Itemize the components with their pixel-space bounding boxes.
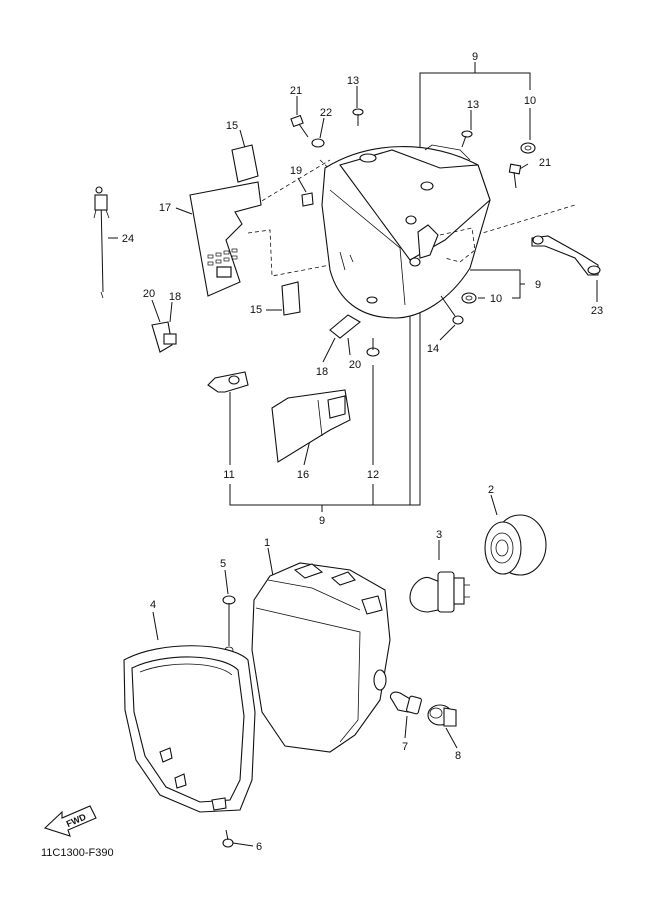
- callout: 20: [349, 359, 361, 371]
- fwd-arrow-icon: FWD: [43, 805, 97, 837]
- label-15-mid: [281, 281, 301, 316]
- callout: 22: [320, 107, 332, 119]
- bulb-3: [409, 571, 470, 613]
- callout: 23: [591, 305, 603, 317]
- plate-16: [271, 389, 351, 463]
- wire-band-24: [93, 186, 110, 299]
- callout-labels: 9 10 13 13 21 21 22 15 19 17 24 20 18 15…: [122, 51, 603, 853]
- label-15-top: [231, 144, 259, 183]
- callout: 20: [143, 288, 155, 300]
- callout: 9: [472, 51, 478, 63]
- callout: 10: [490, 293, 502, 305]
- callout: 9: [319, 515, 325, 527]
- callout: 13: [347, 75, 359, 87]
- callout: 17: [159, 202, 171, 214]
- stay-23: [531, 235, 601, 276]
- screw-12: [366, 338, 380, 357]
- callout: 18: [316, 366, 328, 378]
- screw-5: [222, 595, 236, 654]
- screw-21-left: [290, 114, 309, 138]
- rim-4: [123, 645, 256, 813]
- socket-8: [427, 704, 457, 727]
- callout: 8: [455, 750, 461, 762]
- sheet-outline: [247, 229, 346, 277]
- callout: 3: [436, 529, 442, 541]
- callout: 1: [264, 537, 270, 549]
- bracket-11: [207, 371, 249, 393]
- screw-6: [222, 829, 234, 848]
- position-bulb-7: [389, 691, 422, 715]
- callout: 18: [169, 291, 181, 303]
- nut-10-mid: [461, 292, 477, 304]
- callout: 4: [150, 599, 156, 611]
- screw-13-right: [461, 130, 473, 148]
- clip-18-20-mid: [329, 314, 361, 339]
- callout: 19: [290, 165, 302, 177]
- screw-13-top: [352, 108, 364, 126]
- callout: 13: [467, 99, 479, 111]
- washer-22: [311, 138, 325, 148]
- callout: 21: [539, 157, 551, 169]
- clip-20-18-left: [151, 321, 177, 353]
- callout: 12: [367, 469, 379, 481]
- callout: 11: [223, 469, 234, 481]
- bulb-cover-2: [484, 514, 547, 576]
- callout: 5: [220, 558, 226, 570]
- label-sheet-17: [189, 181, 262, 297]
- callout: 2: [488, 484, 494, 496]
- bolt-14: [440, 295, 464, 325]
- callout: 7: [402, 741, 408, 753]
- nut-10-top: [520, 142, 536, 154]
- callout: 6: [256, 841, 262, 853]
- callout: 14: [427, 343, 439, 355]
- label-19: [301, 192, 314, 207]
- headlight-housing: [321, 144, 491, 319]
- screw-21-right: [508, 163, 522, 189]
- callout: 15: [250, 304, 262, 316]
- callout: 21: [290, 85, 302, 97]
- callout: 9: [535, 279, 541, 291]
- callout: 10: [524, 95, 536, 107]
- callout: 24: [122, 233, 134, 245]
- diagram-code: 11C1300-F390: [41, 847, 114, 859]
- callout: 16: [297, 469, 309, 481]
- headlight-unit-1: [251, 562, 391, 753]
- callout: 15: [226, 120, 238, 132]
